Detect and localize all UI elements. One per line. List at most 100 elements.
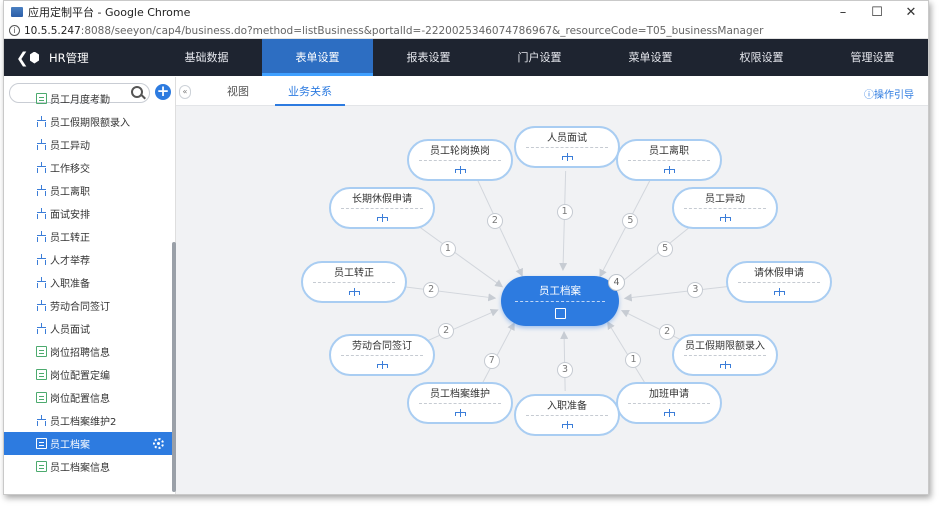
sidebar-item[interactable]: 岗位配置定编: [4, 363, 172, 386]
window-title: 应用定制平台 - Google Chrome: [28, 6, 191, 19]
sidebar-item[interactable]: 员工档案信息: [4, 455, 172, 478]
sidebar-item-label: 工作移交: [50, 164, 90, 175]
tab-view[interactable]: 视图: [227, 85, 249, 98]
nav-item-5[interactable]: 权限设置: [739, 51, 784, 64]
sidebar-item[interactable]: 员工转正: [4, 225, 172, 248]
sidebar-item[interactable]: 人员面试: [4, 317, 172, 340]
add-button[interactable]: +: [155, 82, 171, 100]
sidebar-item[interactable]: 员工档案维护2: [4, 409, 172, 432]
sidebar-item-label: 员工离职: [50, 187, 90, 198]
org-icon: [561, 421, 573, 430]
related-form-node[interactable]: 加班申请: [616, 382, 722, 424]
node-label: 员工转正: [313, 263, 395, 283]
nav-item-1[interactable]: 表单设置: [262, 39, 373, 76]
sidebar-item[interactable]: 员工假期限额录入: [4, 110, 172, 133]
org-icon: [36, 415, 47, 426]
sidebar-item[interactable]: 劳动合同签订: [4, 294, 172, 317]
node-label: 员工假期限额录入: [684, 336, 766, 356]
info-icon[interactable]: i: [9, 25, 20, 36]
hr-logo-icon: [29, 51, 39, 64]
sidebar-item-label: 人才举荐: [50, 256, 90, 267]
sidebar-item-label: 岗位招聘信息: [50, 348, 110, 359]
gear-icon[interactable]: [153, 438, 164, 449]
org-icon: [376, 214, 388, 223]
edge-count-badge: 1: [439, 240, 456, 257]
tab-bar: « 视图 业务关系 ⓘ操作引导: [176, 77, 928, 106]
form-icon: [36, 461, 47, 472]
sidebar-scrollbar[interactable]: [172, 242, 176, 492]
node-label: 长期休假申请: [341, 189, 423, 209]
top-navigation: ❮ HR管理 基础数据表单设置报表设置门户设置菜单设置权限设置管理设置: [4, 39, 928, 76]
related-form-node[interactable]: 员工转正: [301, 261, 407, 303]
sidebar-item[interactable]: 岗位招聘信息: [4, 340, 172, 363]
sidebar-item-label: 岗位配置定编: [50, 371, 110, 382]
related-form-node[interactable]: 员工假期限额录入: [672, 334, 778, 376]
maximize-button[interactable]: ☐: [871, 4, 883, 20]
nav-item-4[interactable]: 菜单设置: [628, 51, 673, 64]
sidebar-item[interactable]: 员工月度考勤: [4, 87, 172, 110]
nav-item-0[interactable]: 基础数据: [184, 51, 229, 64]
url-path[interactable]: :8088/seeyon/cap4/business.do?method=lis…: [80, 24, 764, 37]
org-icon: [348, 288, 360, 297]
sidebar-item[interactable]: 工作移交: [4, 156, 172, 179]
org-icon: [454, 409, 466, 418]
related-form-node[interactable]: 人员面试: [514, 126, 620, 168]
org-icon: [36, 300, 47, 311]
sidebar-item-label: 员工档案: [50, 440, 90, 451]
edge-count-badge: 2: [659, 323, 676, 340]
url-host[interactable]: 10.5.5.247: [24, 24, 81, 37]
app-icon: [11, 7, 23, 17]
sidebar-item-label: 面试安排: [50, 210, 90, 221]
related-form-node[interactable]: 员工离职: [616, 139, 722, 181]
org-icon: [36, 116, 47, 127]
collapse-sidebar-button[interactable]: «: [179, 85, 191, 99]
sidebar-item[interactable]: 面试安排: [4, 202, 172, 225]
sidebar-item[interactable]: 员工离职: [4, 179, 172, 202]
edge-count-badge: 1: [556, 204, 573, 220]
relation-edge: [559, 170, 568, 272]
title-bar: 应用定制平台 - Google Chrome – ☐ ✕: [4, 1, 928, 23]
related-form-node[interactable]: 入职准备: [514, 394, 620, 436]
sidebar-item-label: 员工月度考勤: [50, 95, 110, 106]
center-count-badge: 4: [608, 274, 625, 291]
search-input[interactable]: [9, 83, 150, 103]
nav-item-2[interactable]: 报表设置: [406, 51, 451, 64]
org-icon: [36, 208, 47, 219]
sidebar-item[interactable]: 员工异动: [4, 133, 172, 156]
node-label: 入职准备: [526, 396, 608, 416]
close-button[interactable]: ✕: [905, 4, 917, 20]
node-label: 人员面试: [526, 128, 608, 148]
operation-guide-link[interactable]: ⓘ操作引导: [864, 90, 914, 101]
form-icon: [554, 308, 566, 319]
org-icon: [719, 361, 731, 370]
address-bar[interactable]: i 10.5.5.247 :8088/seeyon/cap4/business.…: [4, 23, 928, 39]
search-icon[interactable]: [131, 86, 143, 98]
related-form-node[interactable]: 长期休假申请: [329, 187, 435, 229]
org-icon: [663, 166, 675, 175]
sidebar-item[interactable]: 入职准备: [4, 271, 172, 294]
nav-item-3[interactable]: 门户设置: [517, 51, 562, 64]
related-form-node[interactable]: 员工轮岗换岗: [407, 139, 513, 181]
sidebar-item[interactable]: 岗位配置信息: [4, 386, 172, 409]
nav-item-6[interactable]: 管理设置: [850, 51, 895, 64]
org-icon: [719, 214, 731, 223]
org-icon: [36, 185, 47, 196]
center-node[interactable]: 员工档案 4: [501, 274, 625, 326]
sidebar-item-label: 员工档案信息: [50, 463, 110, 474]
node-label: 加班申请: [628, 384, 710, 404]
edge-count-badge: 2: [438, 323, 455, 340]
minimize-button[interactable]: –: [839, 4, 847, 20]
tab-business-relation[interactable]: 业务关系: [275, 77, 345, 106]
sidebar-item-label: 员工转正: [50, 233, 90, 244]
edge-count-badge: 3: [557, 361, 574, 378]
center-node-label: 员工档案: [515, 276, 605, 302]
node-label: 员工异动: [684, 189, 766, 209]
related-form-node[interactable]: 员工档案维护: [407, 382, 513, 424]
sidebar-item[interactable]: 员工档案: [4, 432, 172, 455]
related-form-node[interactable]: 员工异动: [672, 187, 778, 229]
related-form-node[interactable]: 劳动合同签订: [329, 334, 435, 376]
related-form-node[interactable]: 请休假申请: [726, 261, 832, 303]
sidebar-item[interactable]: 人才举荐: [4, 248, 172, 271]
back-chevron-icon[interactable]: ❮: [16, 48, 29, 67]
sidebar-item-label: 员工档案维护2: [50, 417, 117, 428]
